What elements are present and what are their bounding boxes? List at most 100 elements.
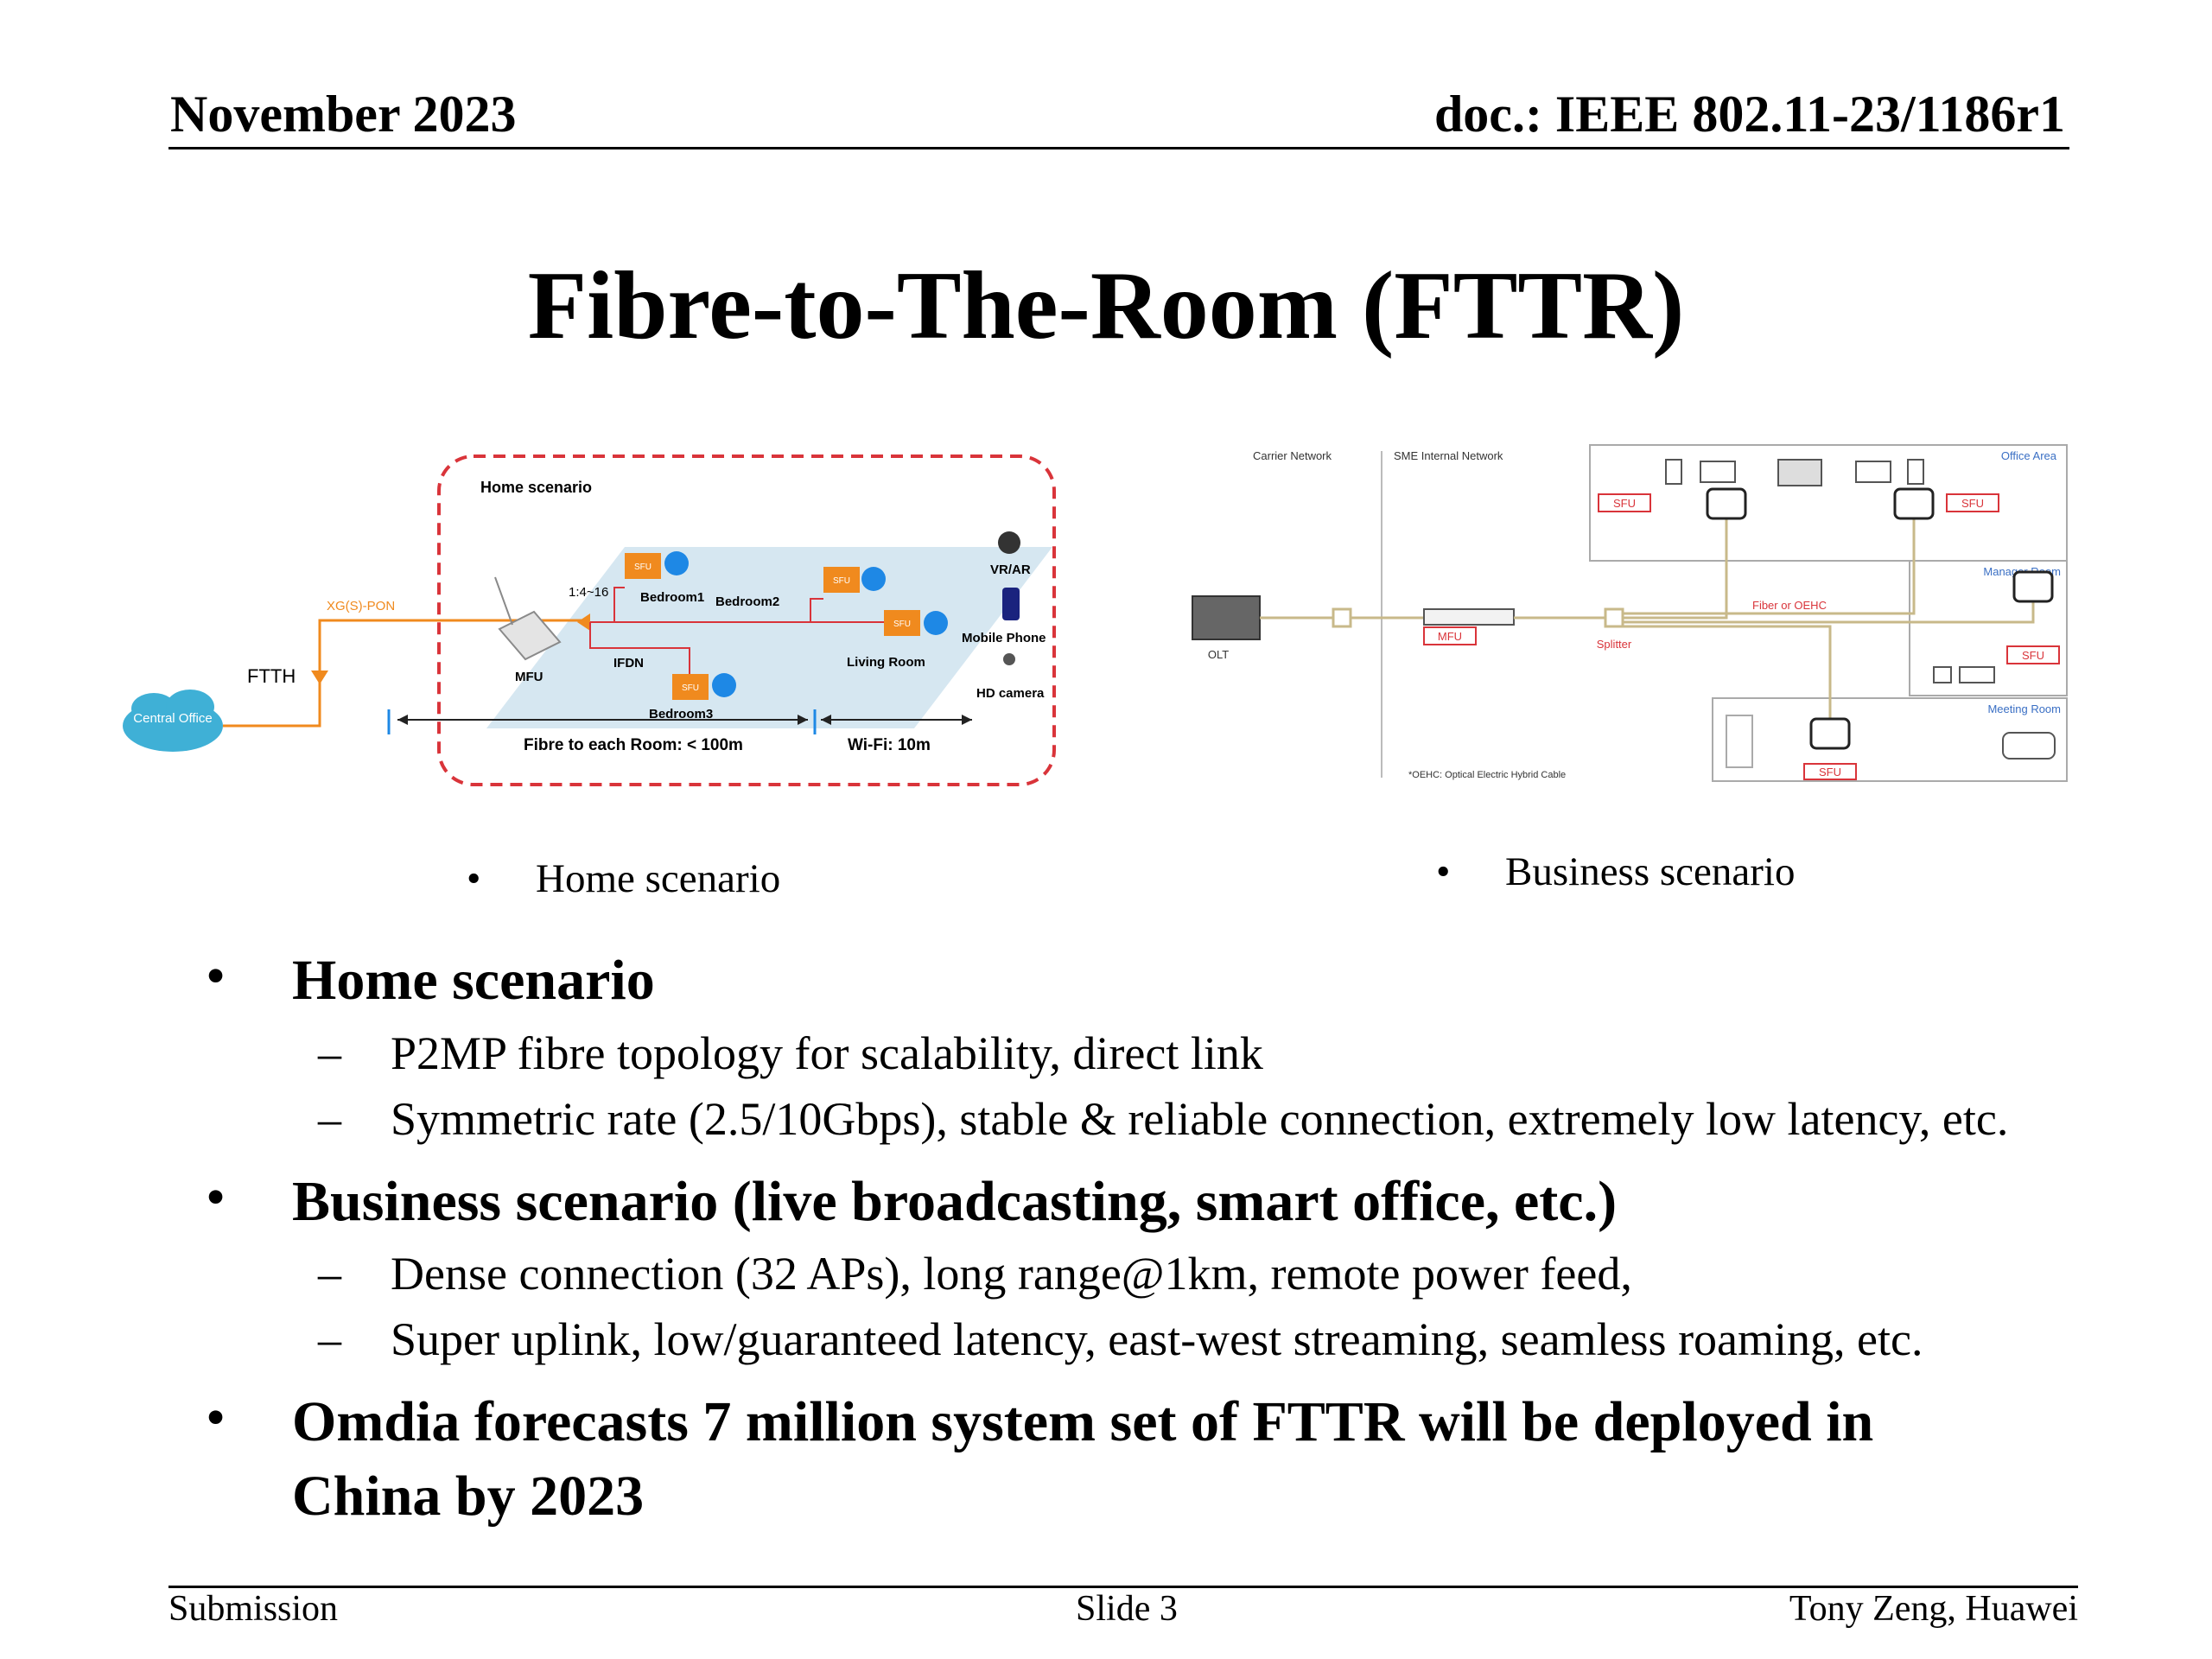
- fibre-to-meeting-sfu: [1623, 625, 1832, 726]
- sfu-tag-office-2: [1946, 493, 1999, 512]
- hd-camera-label: HD camera: [976, 686, 1045, 701]
- meeting-chairs: [1726, 715, 1753, 768]
- sfu-tag-office-1-label: SFU: [1613, 497, 1636, 510]
- laptop-icon: [1700, 461, 1736, 483]
- fibre-to-office-sfu2: [1623, 517, 1916, 615]
- sub-bullet-marker: –: [318, 1093, 341, 1145]
- ap-icon-office-2: [1893, 487, 1935, 520]
- sfu-bedroom1-label: SFU: [634, 563, 652, 572]
- caption-business-text: Business scenario: [1505, 849, 1796, 894]
- fiber-oehc-label: Fiber or OEHC: [1752, 599, 1827, 612]
- carrier-network-label: Carrier Network: [1253, 449, 1332, 462]
- ftth-label: FTTH: [247, 665, 296, 687]
- pon-fibre: [318, 619, 590, 671]
- pon-label: XG(S)-PON: [327, 599, 395, 613]
- wifi-icon-bedroom2: [861, 567, 886, 591]
- mfu-device: [494, 576, 562, 661]
- printer-icon: [1777, 459, 1822, 486]
- sub-bullet-marker: –: [318, 1027, 341, 1079]
- office-area-label: Office Area: [2001, 449, 2057, 462]
- ifdn-label: IFDN: [613, 656, 644, 671]
- meeting-room-label: Meeting Room: [1987, 702, 2061, 715]
- central-office-cloud: Central Office: [123, 690, 223, 752]
- bullet-home-text: Home scenario: [292, 949, 655, 1012]
- phone-icon: [1933, 666, 1952, 683]
- split-ratio-label: 1:4~16: [569, 585, 608, 600]
- oehc-footnote: *OEHC: Optical Electric Hybrid Cable: [1408, 770, 1566, 780]
- footer-slide-number: Slide 3: [1076, 1589, 1178, 1629]
- fibre-range-arrowhead-right: [798, 715, 808, 725]
- sfu-bedroom2-label: SFU: [833, 576, 850, 586]
- wifi-range-arrowhead-right: [962, 715, 972, 725]
- bullet-forecast-line1: Omdia forecasts 7 million system set of …: [292, 1390, 1874, 1453]
- footer-left: Submission: [168, 1589, 339, 1629]
- central-office-label: Central Office: [133, 711, 212, 726]
- header-doc-id: doc.: IEEE 802.11-23/1186r1: [1433, 86, 2065, 143]
- living-room-label: Living Room: [847, 655, 925, 670]
- sfu-living-room-label: SFU: [893, 620, 911, 629]
- caption-bullet: •: [1436, 849, 1451, 894]
- bedroom2-label: Bedroom2: [715, 594, 779, 609]
- sfu-living-room: [884, 610, 920, 636]
- vr-ar-label: VR/AR: [990, 563, 1031, 577]
- sub-bullet-text: P2MP fibre topology for scalability, dir…: [391, 1027, 1263, 1079]
- manager-laptop-icon: [1959, 666, 1995, 683]
- sfu-bedroom2: [823, 567, 860, 593]
- sme-network-label: SME Internal Network: [1394, 449, 1503, 462]
- caption-home-text: Home scenario: [536, 856, 781, 901]
- splitter-device: [1604, 607, 1624, 628]
- header-date: November 2023: [170, 86, 517, 143]
- ap-icon-manager: [2012, 570, 2054, 603]
- sfu-bedroom1: [625, 553, 661, 579]
- wifi-range-arrowhead-left: [821, 715, 831, 725]
- home-frame-label: Home scenario: [480, 479, 592, 496]
- fibre-to-manager-sfu: [1623, 601, 2035, 624]
- mfu-tag-label: MFU: [1438, 630, 1462, 643]
- ap-icon-meeting: [1809, 717, 1851, 750]
- bullet-marker: •: [206, 944, 226, 1007]
- header-divider: [168, 147, 2069, 149]
- ap-icon-office-1: [1706, 487, 1747, 520]
- olt-label: OLT: [1208, 648, 1229, 661]
- vr-headset-icon: [998, 531, 1020, 554]
- office-area-box: [1589, 444, 2068, 562]
- slide-title: Fibre-to-The-Room (FTTR): [527, 252, 1685, 359]
- wifi-range-label: Wi-Fi: 10m: [848, 736, 931, 754]
- bullet-forecast-line2: China by 2023: [292, 1465, 645, 1528]
- sfu-tag-office-1: [1598, 493, 1651, 512]
- footer-author: Tony Zeng, Huawei: [1789, 1589, 2078, 1629]
- sfu-tag-office-2-label: SFU: [1961, 497, 1984, 510]
- floor-plane: [486, 547, 1052, 728]
- sfu-tag-manager: [2006, 645, 2060, 664]
- tablet-icon: [1907, 459, 1924, 485]
- sfu-bedroom3-label: SFU: [682, 683, 699, 693]
- sub-bullet-text: Super uplink, low/guaranteed latency, ea…: [391, 1313, 1923, 1365]
- olt-device: [1192, 595, 1261, 640]
- sub-bullet-text: Symmetric rate (2.5/10Gbps), stable & re…: [391, 1093, 2009, 1145]
- desk-phone-icon: [1665, 459, 1682, 485]
- splitter-arrow: [577, 613, 590, 631]
- bedroom1-label: Bedroom1: [640, 590, 704, 605]
- carrier-connector: [1332, 607, 1352, 628]
- mfu-device-biz: [1423, 608, 1515, 626]
- bullet-marker: •: [206, 1166, 226, 1229]
- wifi-icon-bedroom1: [664, 551, 689, 575]
- fibre-range-arrowhead-left: [397, 715, 408, 725]
- mfu-label: MFU: [515, 670, 543, 684]
- feeder-fibre: [223, 671, 321, 728]
- mobile-phone-icon: [1002, 588, 1020, 620]
- mobile-phone-label: Mobile Phone: [962, 631, 1046, 645]
- fibre-bedroom3: [589, 622, 690, 674]
- sfu-bedroom3: [672, 674, 709, 700]
- bullet-marker: •: [206, 1386, 226, 1449]
- mfu-tag: [1423, 626, 1477, 645]
- bullet-business-text: Business scenario (live broadcasting, sm…: [292, 1170, 1618, 1233]
- manager-room-box: [1909, 560, 2068, 696]
- footer-divider: [168, 1586, 2078, 1588]
- sfu-tag-meeting: [1803, 763, 1857, 780]
- conference-table-icon: [2002, 732, 2056, 760]
- wifi-icon-bedroom3: [712, 673, 736, 697]
- business-scenario-diagram: Carrier Network SME Internal Network Off…: [1192, 444, 2068, 782]
- bedroom3-label: Bedroom3: [649, 707, 713, 721]
- hd-camera-icon: [1003, 653, 1015, 665]
